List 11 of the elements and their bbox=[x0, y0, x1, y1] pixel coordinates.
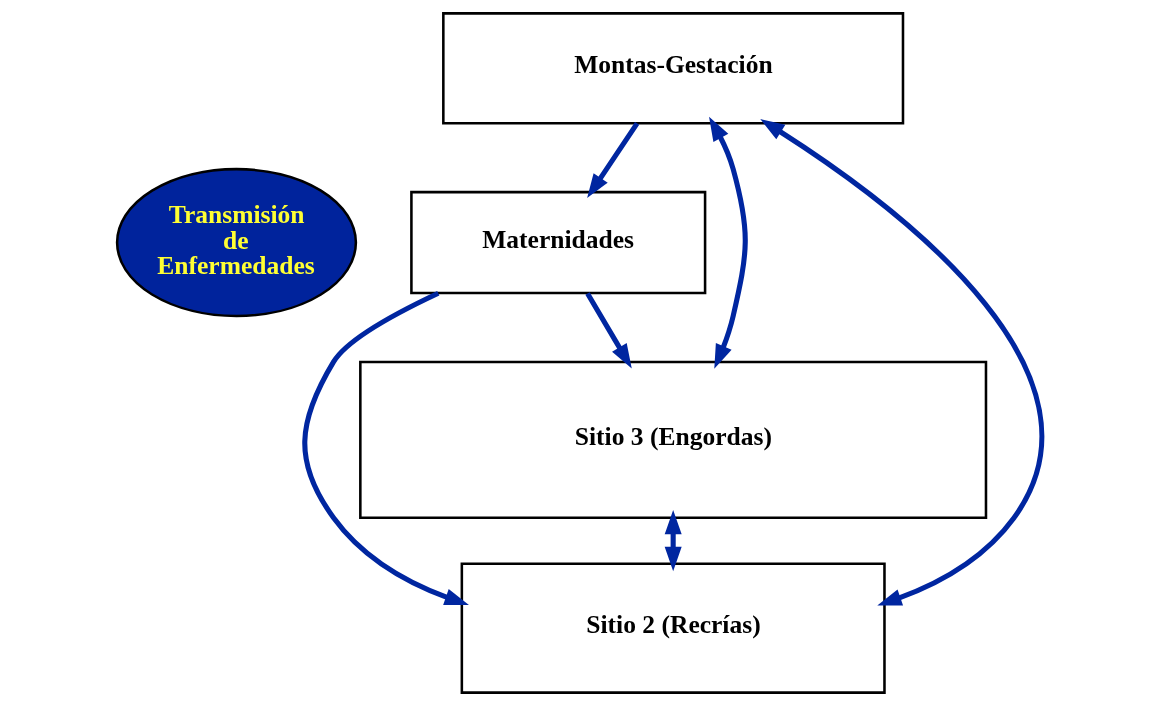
arrow bbox=[664, 510, 682, 572]
node-ellipse: Transmisión de Enfermedades bbox=[115, 167, 357, 318]
node-box: Montas-Gestación bbox=[441, 12, 904, 125]
arrow bbox=[708, 116, 748, 369]
node-box: Maternidades bbox=[409, 190, 706, 295]
arrow bbox=[301, 290, 469, 606]
node-box: Sitio 3 (Engordas) bbox=[358, 360, 987, 519]
arrow bbox=[586, 122, 639, 199]
arrow bbox=[759, 119, 1044, 606]
node-box: Sitio 2 (Recrías) bbox=[460, 562, 886, 694]
arrow bbox=[584, 292, 632, 369]
